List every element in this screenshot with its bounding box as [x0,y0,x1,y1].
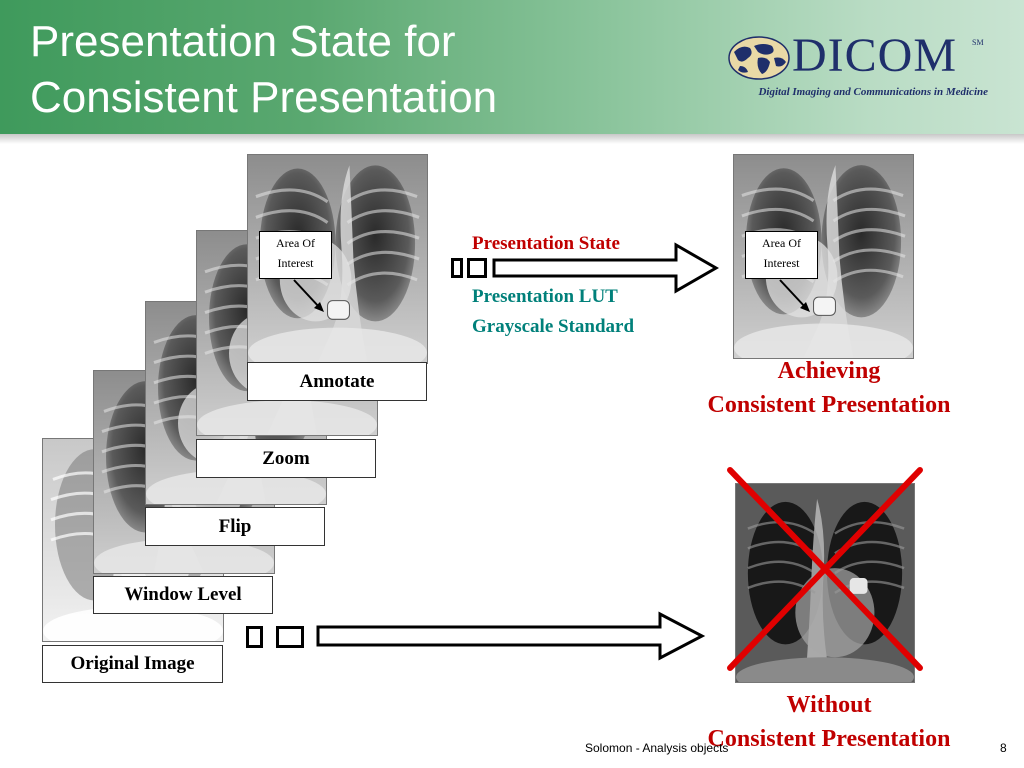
title-bar [0,0,1024,134]
result-area-of-interest-box: Area Of Interest [745,231,818,279]
slide-title: Presentation State for Consistent Presen… [30,14,670,126]
flow-square [467,258,487,278]
annotation-pointer-arrow [293,279,324,312]
logo-wordmark: DICOM [792,29,958,82]
result-aoi-line1: Area Of [762,236,801,250]
presentation-lut-label: Presentation LUT [472,286,618,307]
title-bar-shadow [0,134,1024,144]
label-zoom: Zoom [196,439,376,478]
flow-arrow-bottom [316,611,706,661]
grayscale-standard-label: Grayscale Standard [472,316,635,337]
logo-subtitle: Digital Imaging and Communications in Me… [758,86,988,98]
flow-square-small-bottom [246,626,263,648]
result-pointer-arrow [779,279,810,312]
xray-result-inconsistent [735,483,915,683]
flow-square-small [451,258,463,278]
slide-title-line1: Presentation State for [30,17,456,66]
flow-square-bottom [276,626,304,648]
footer-page-number: 8 [1000,741,1007,755]
xray-result-consistent [733,154,914,359]
slide-title-line2: Consistent Presentation [30,73,498,122]
caption-without-line2: Consistent Presentation [707,726,951,752]
label-window-level: Window Level [93,576,273,614]
globe-icon [728,36,790,80]
label-original-image: Original Image [42,645,223,683]
caption-achieving-line2: Consistent Presentation [707,392,951,418]
footer-author: Solomon - Analysis objects [585,741,729,755]
presentation-state-label: Presentation State [472,233,620,254]
logo-service-mark: SM [972,38,984,47]
red-cross-icon [727,467,923,671]
dicom-logo: DICOM SM Digital Imaging and Communicati… [722,29,992,105]
caption-without-line1: Without [786,692,872,718]
label-annotate: Annotate [247,362,427,401]
area-of-interest-box: Area Of Interest [259,231,332,279]
aoi-line1: Area Of [276,236,315,250]
caption-achieving: Achieving Consistent Presentation [684,354,974,422]
flow-arrow-top [492,242,720,294]
aoi-line2: Interest [277,256,314,270]
result-aoi-line2: Interest [763,256,800,270]
label-flip: Flip [145,507,325,546]
caption-achieving-line1: Achieving [777,358,881,384]
caption-without: Without Consistent Presentation [684,688,974,756]
